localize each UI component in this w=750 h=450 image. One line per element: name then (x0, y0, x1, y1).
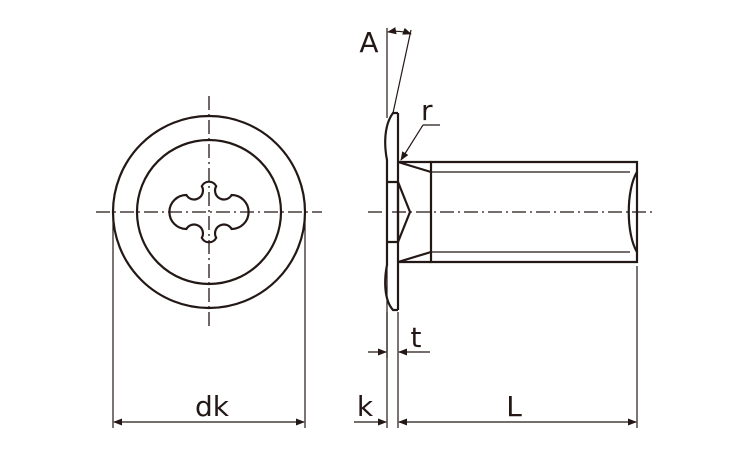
side-view (368, 111, 656, 312)
a-label: A (359, 26, 378, 59)
k-label: k (357, 390, 374, 423)
k-dimension: k (354, 312, 399, 428)
r-annotation: r (400, 94, 440, 161)
dk-dimension: dk (112, 216, 306, 428)
front-view (96, 96, 322, 330)
l-dimension: L (398, 266, 638, 428)
torx-socket-icon (168, 180, 250, 244)
a-annotation: A (359, 26, 412, 118)
a-angle-arc (387, 27, 412, 35)
shank-outline (429, 160, 639, 264)
a-angled-extension (392, 29, 412, 114)
head-underside-bevel (397, 160, 432, 264)
r-leader-line (400, 124, 424, 161)
shank-tip-chamfer (627, 171, 638, 253)
dk-label: dk (195, 390, 230, 423)
t-label: t (411, 321, 422, 354)
l-label: L (506, 390, 522, 423)
r-label: r (421, 94, 433, 127)
